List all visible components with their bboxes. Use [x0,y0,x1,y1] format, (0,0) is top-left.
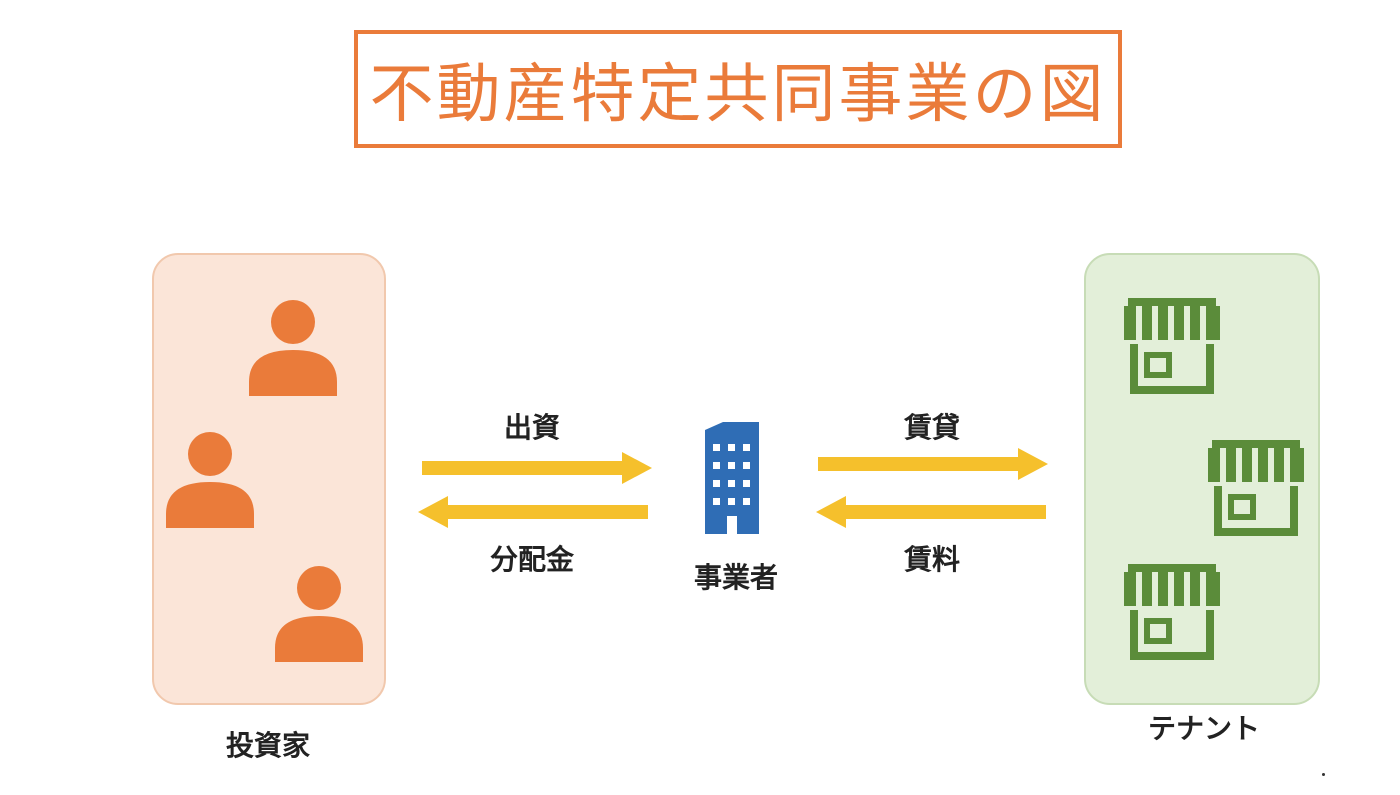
arrow-right-icon [422,452,652,484]
dividend-label: 分配金 [489,543,574,576]
shop-icon [1124,298,1220,394]
arrow-left-icon [418,496,648,528]
shop-icon [1124,564,1220,660]
diagram-title: 不動産特定共同事業の図 [369,58,1107,132]
investor-label: 投資家 [225,729,310,762]
operator-label: 事業者 [693,561,778,594]
corner-dot [1322,773,1325,776]
person-icon [247,298,339,396]
arrow-left-icon [816,496,1046,528]
shop-icon [1208,440,1304,536]
diagram-title-box: 不動産特定共同事業の図 [354,30,1122,148]
person-icon [273,564,365,662]
person-icon [164,430,256,528]
investment-label: 出資 [503,411,560,444]
building-icon [697,422,767,534]
rent-label: 賃料 [903,543,960,576]
arrow-right-icon [818,448,1048,480]
tenant-label: テナント [1147,712,1260,745]
lease-label: 賃貸 [903,411,960,444]
